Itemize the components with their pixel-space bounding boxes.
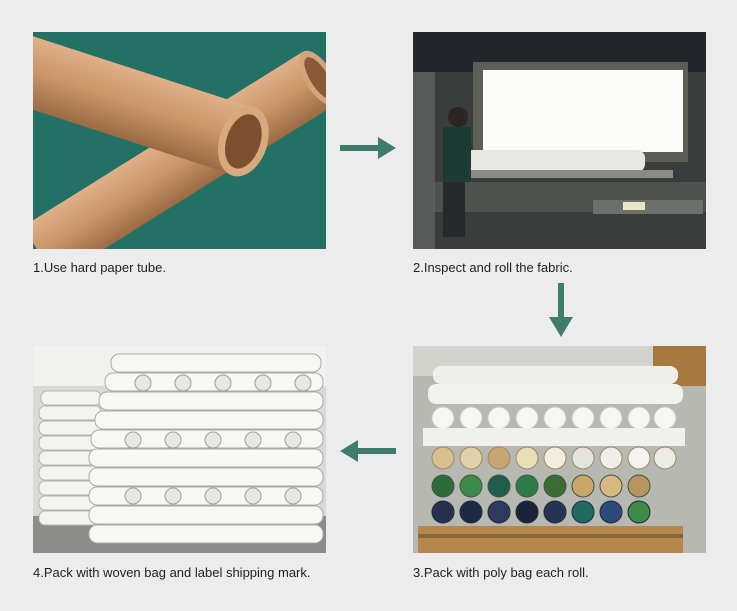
paper-tube-photo: [33, 32, 326, 249]
arrow-left-icon: [340, 440, 396, 462]
arrow-down-icon: [549, 283, 573, 337]
fabric-inspection-photo: [413, 32, 706, 249]
step-4-caption: 4.Pack with woven bag and label shipping…: [33, 565, 311, 580]
arrow-right-icon: [340, 137, 396, 159]
poly-bag-rolls-photo: [413, 346, 706, 553]
step-2-caption: 2.Inspect and roll the fabric.: [413, 260, 573, 275]
woven-bag-stacks-photo: [33, 346, 326, 553]
step-1-caption: 1.Use hard paper tube.: [33, 260, 166, 275]
step-3-caption: 3.Pack with poly bag each roll.: [413, 565, 589, 580]
